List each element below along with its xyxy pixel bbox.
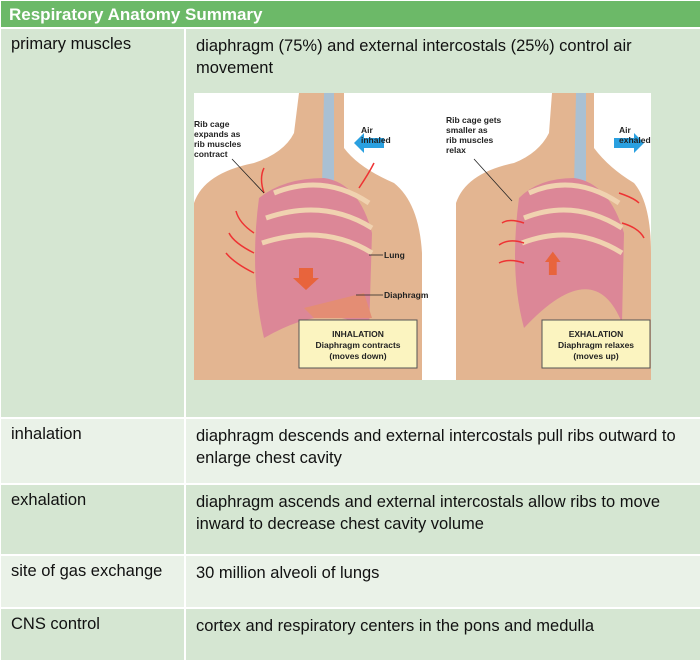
row-label: CNS control	[1, 609, 186, 660]
row-label: inhalation	[1, 419, 186, 483]
table-row: exhalation diaphragm ascends and externa…	[1, 485, 700, 556]
row-label: site of gas exchange	[1, 556, 186, 607]
table-title: Respiratory Anatomy Summary	[1, 1, 700, 29]
row-text: diaphragm descends and external intercos…	[196, 427, 676, 467]
table-row: CNS control cortex and respiratory cente…	[1, 609, 700, 662]
table-row: inhalation diaphragm descends and extern…	[1, 419, 700, 485]
svg-text:Lung: Lung	[384, 250, 405, 260]
row-text: diaphragm ascends and external intercost…	[196, 493, 661, 533]
row-text: cortex and respiratory centers in the po…	[196, 617, 595, 635]
row-label: primary muscles	[1, 29, 186, 417]
row-label: exhalation	[1, 485, 186, 554]
row-text: 30 million alveoli of lungs	[196, 564, 380, 582]
row-text: diaphragm (75%) and external intercostal…	[196, 37, 632, 77]
table-row: site of gas exchange 30 million alveoli …	[1, 556, 700, 609]
svg-text:Diaphragm: Diaphragm	[384, 290, 429, 300]
